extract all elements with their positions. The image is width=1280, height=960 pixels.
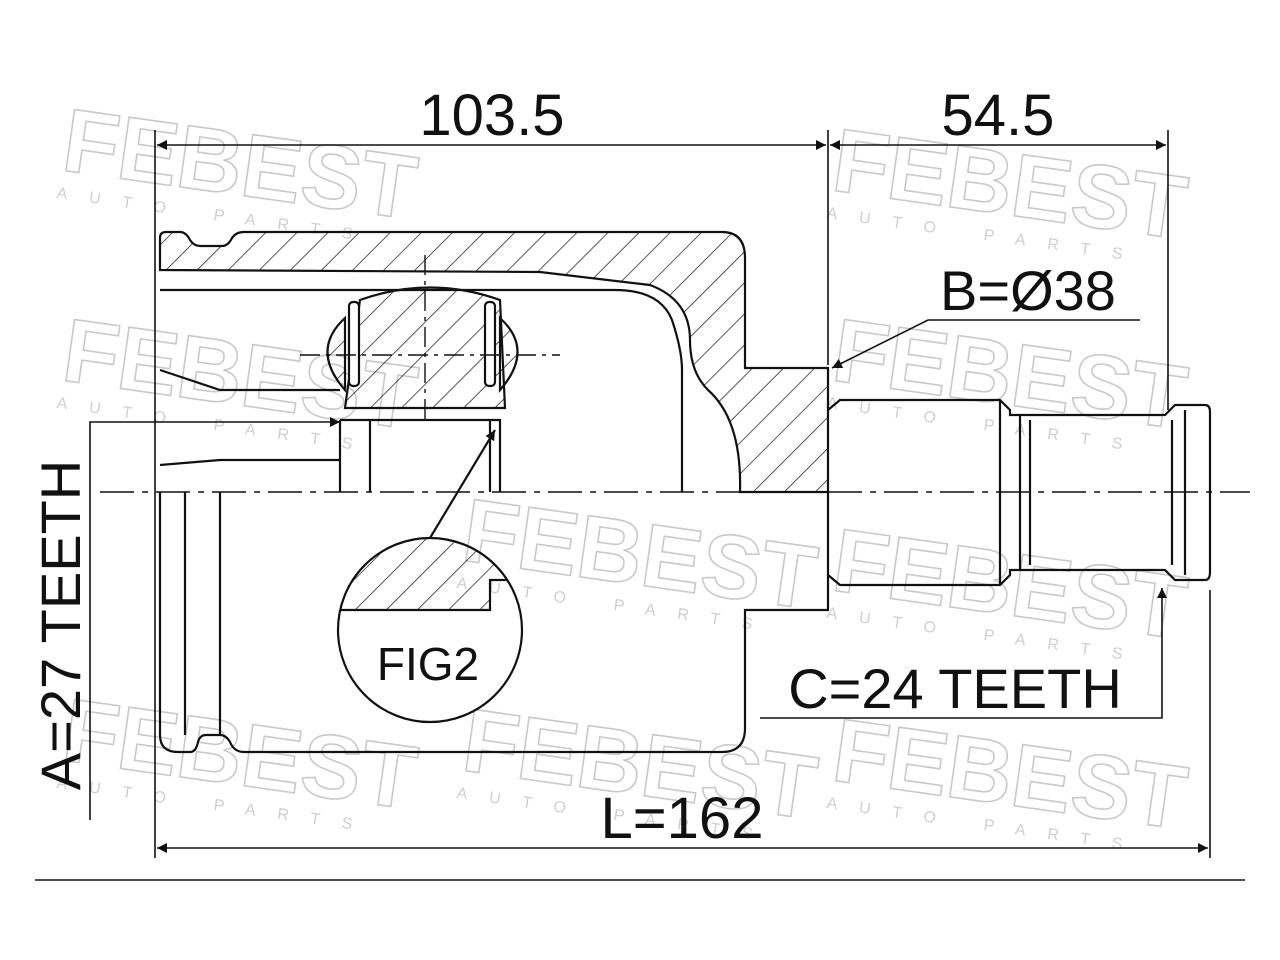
- c-leader: [760, 588, 1167, 719]
- tripod-roller-hatched: [343, 286, 507, 410]
- a-leader: [89, 417, 340, 820]
- fig2-label: FIG2: [377, 638, 479, 690]
- dim-top-left-label: 103.5: [419, 83, 564, 148]
- inner-groove: [159, 368, 340, 392]
- dim-top-right-label: 54.5: [942, 83, 1055, 148]
- dim-b-label: B=Ø38: [940, 259, 1116, 322]
- inner-groove-lower: [159, 458, 340, 467]
- roller-ring-left: [347, 300, 361, 388]
- b-leader: [831, 319, 1140, 369]
- housing-section-hatched: [158, 230, 830, 494]
- roller-right: [498, 315, 519, 393]
- spider-hub: [338, 418, 502, 492]
- roller-ring-right: [483, 300, 497, 388]
- dim-l-label: L=162: [601, 786, 764, 851]
- watermark-layer: FEBEST AUTO PARTS FEBEST AUTO PARTS FEBE…: [56, 90, 1194, 856]
- dim-c-label: C=24 TEETH: [788, 657, 1122, 720]
- dimension-lines: [35, 130, 1245, 881]
- fig2-leader: [429, 429, 496, 539]
- dim-a-label: A=27 TEETH: [29, 460, 92, 790]
- joint-housing: [100, 230, 1250, 754]
- inner-bore-outline: [160, 288, 684, 492]
